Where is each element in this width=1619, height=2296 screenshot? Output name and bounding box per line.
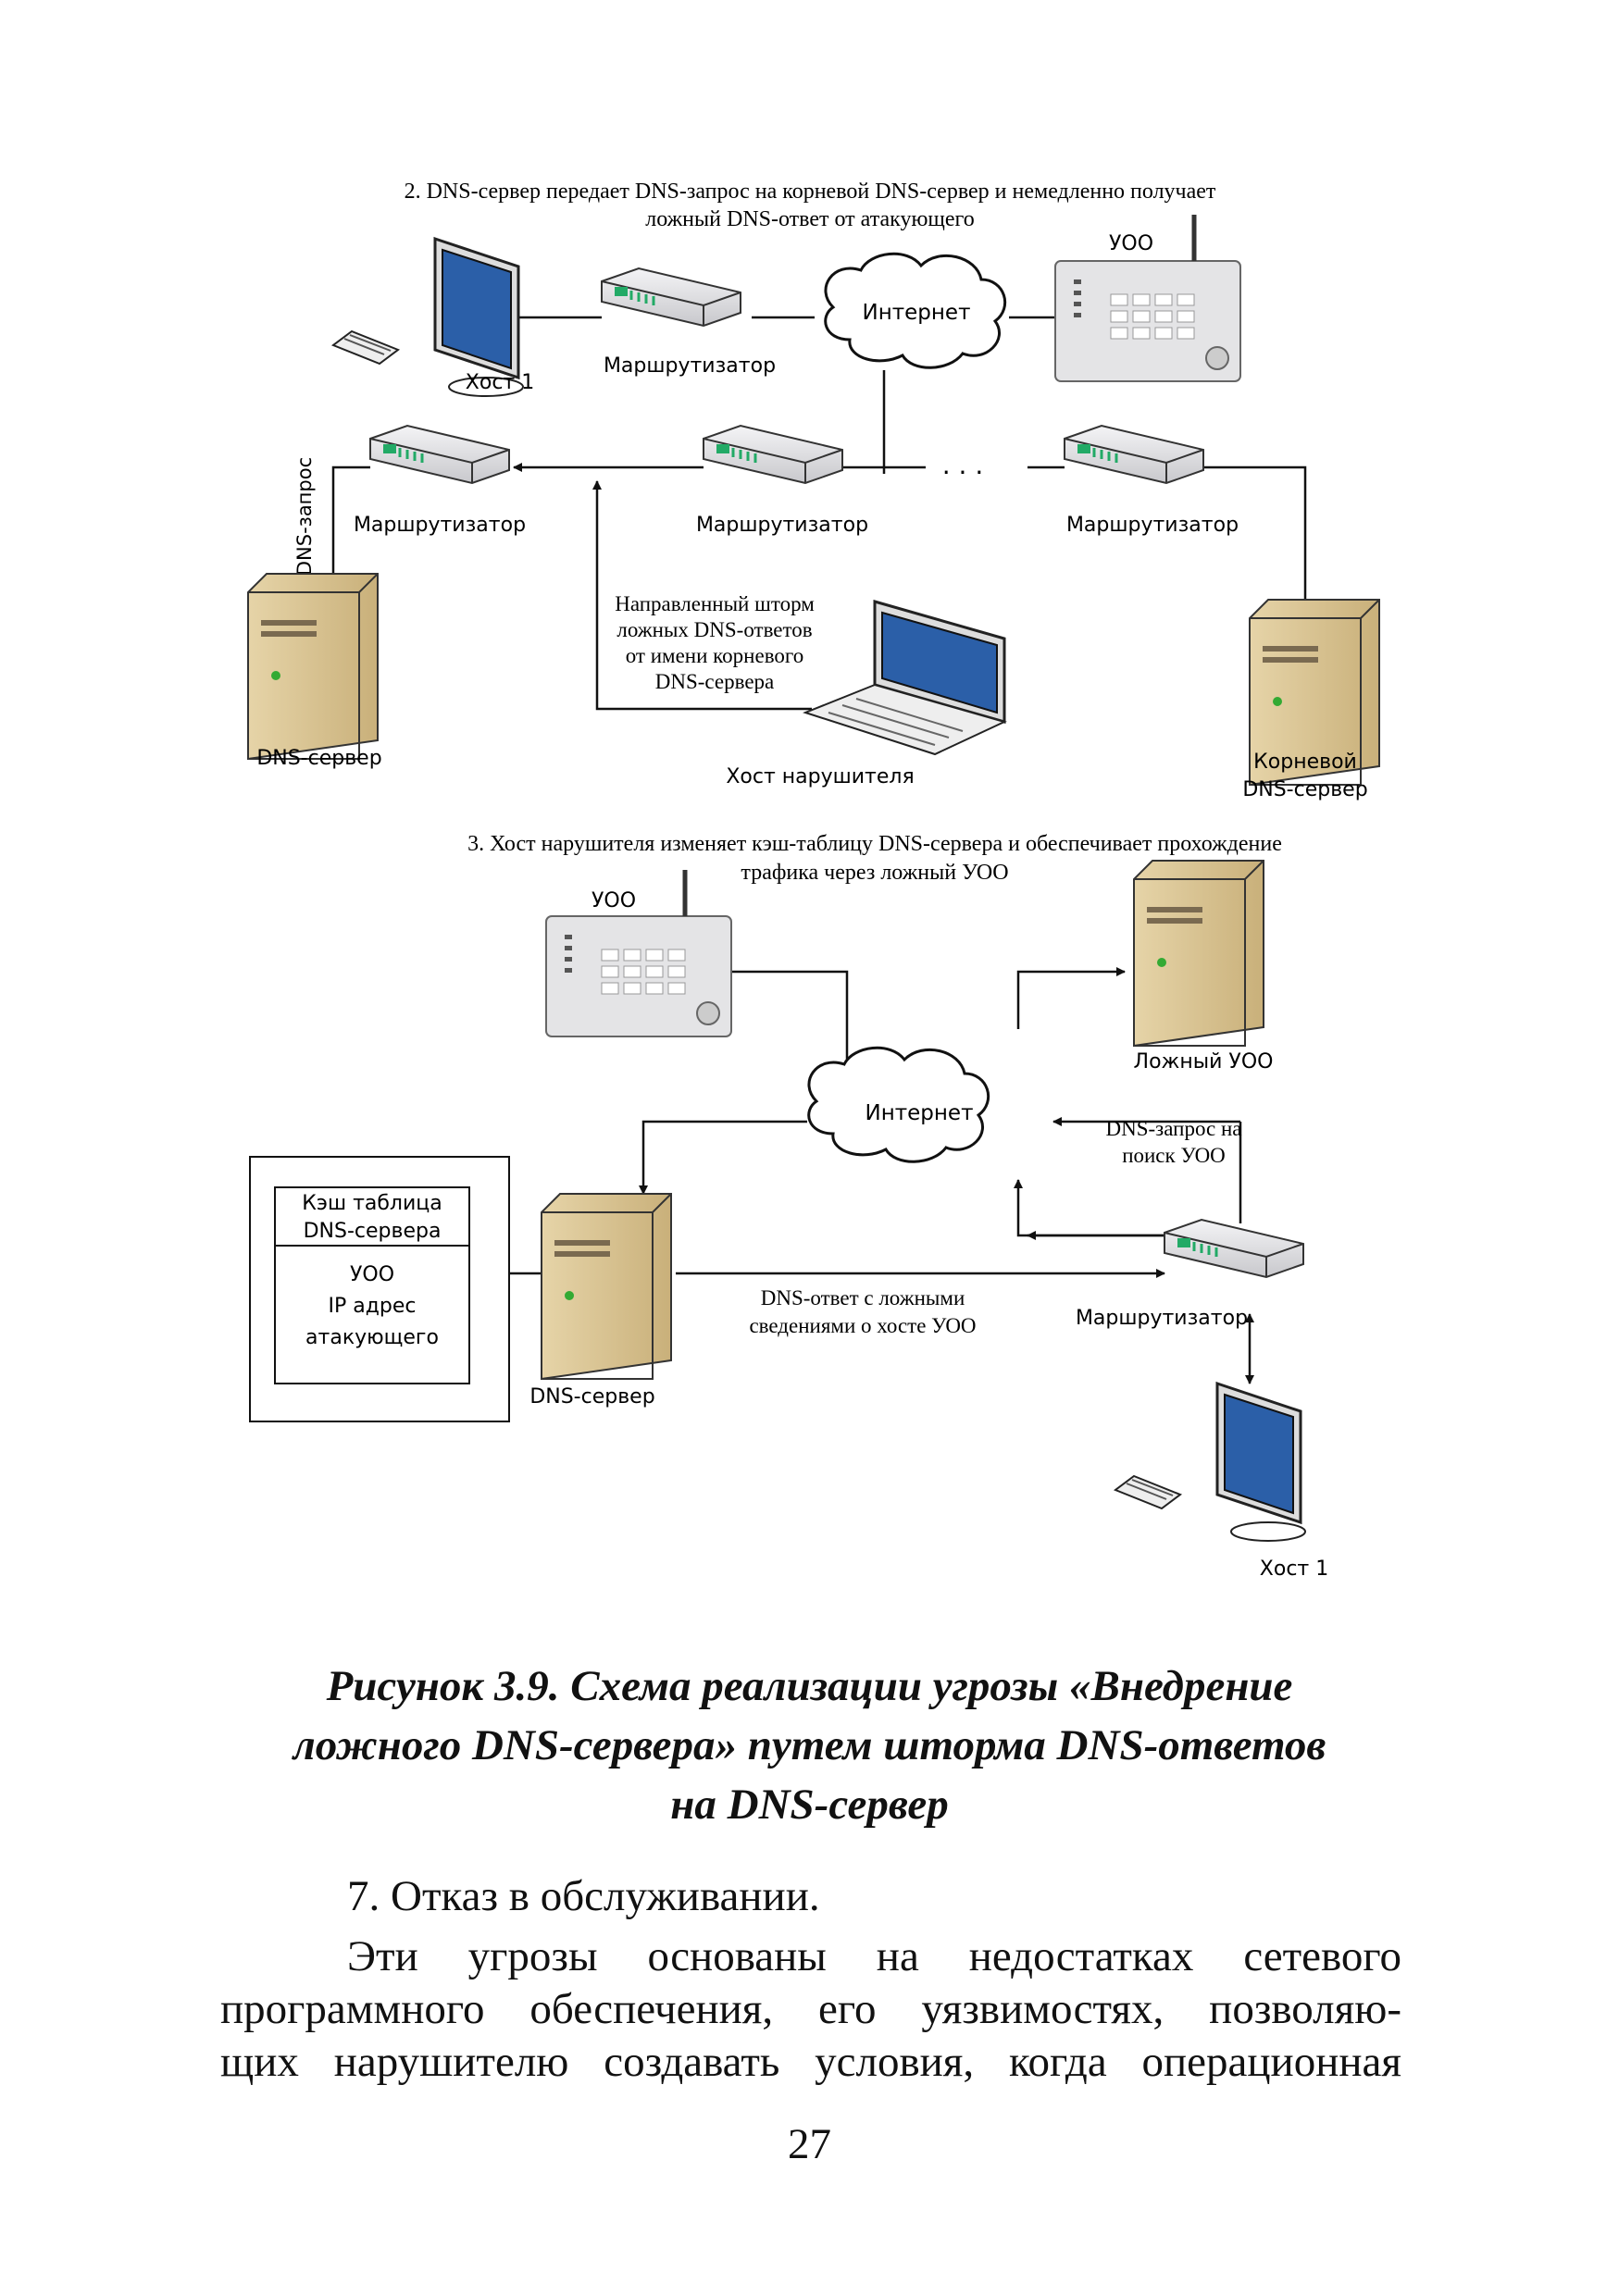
- dns-answer-line2: сведениями о хосте УОО: [749, 1314, 976, 1337]
- dns-answer-line1: DNS-ответ с ложными: [761, 1286, 965, 1309]
- dns-server-label: DNS-сервер: [256, 747, 381, 770]
- step2-connections: [331, 316, 1307, 711]
- router-left: [368, 424, 511, 485]
- dns-query-line1: DNS-запрос на: [1105, 1117, 1241, 1140]
- step2-heading-line1: 2. DNS-сервер передает DNS-запрос на кор…: [405, 180, 1216, 204]
- router-right-label: Маршрутизатор: [1066, 514, 1239, 537]
- host1-label-bottom: Хост 1: [1260, 1558, 1328, 1581]
- root-dns-label-line2: DNS-сервер: [1242, 778, 1367, 801]
- caption-line2: ложного DNS-сервера» путем шторма DNS-от…: [293, 1721, 1326, 1769]
- uoo-label-top: УОО: [1109, 232, 1153, 255]
- storm-line4: DNS-сервера: [655, 670, 775, 693]
- host1-label: Хост 1: [466, 371, 534, 394]
- internet-label-top: Интернет: [863, 301, 971, 325]
- dns-query-line2: поиск УОО: [1122, 1144, 1226, 1167]
- paragraph-line3: щих нарушителю создавать условия, когда …: [220, 2038, 1401, 2086]
- router-left-label: Маршрутизатор: [354, 514, 526, 537]
- step2-heading-line2: ложный DNS-ответ от атакующего: [645, 207, 975, 231]
- step3-heading-line1: 3. Хост нарушителя изменяет кэш-таблицу …: [467, 832, 1282, 856]
- step3-connections: [639, 967, 1254, 1384]
- router-middle-label: Маршрутизатор: [696, 514, 868, 537]
- host1-computer-bottom: [1114, 1382, 1307, 1543]
- cache-table: [249, 1156, 510, 1422]
- dns-query-vertical: DNS-запрос: [293, 457, 316, 576]
- caption-line3: на DNS-сервер: [670, 1781, 949, 1829]
- dns-server-left: [247, 573, 379, 760]
- fake-uoo-server: [1133, 860, 1264, 1047]
- cache-row3: атакующего: [305, 1326, 439, 1349]
- page-number: 27: [788, 2120, 831, 2168]
- router-top: [600, 267, 742, 328]
- cache-title-line2: DNS-сервера: [304, 1220, 442, 1243]
- list-item-7: 7. Отказ в обслуживании.: [347, 1872, 820, 1920]
- router-right: [1063, 424, 1205, 485]
- storm-line2: ложных DNS-ответов: [616, 618, 812, 641]
- step3-heading-line2: трафика через ложный УОО: [741, 861, 1008, 885]
- router-bottom-label: Маршрутизатор: [1076, 1307, 1248, 1330]
- uoo-device-bottom: [546, 870, 731, 1036]
- paragraph-line1: Эти угрозы основаны на недостатках сетев…: [347, 1932, 1401, 1980]
- internet-label-bottom: Интернет: [866, 1101, 974, 1125]
- paragraph-line2: программного обеспечения, его уязвимостя…: [220, 1985, 1401, 2033]
- dns-server-bottom: [541, 1193, 672, 1380]
- dots: . . .: [942, 450, 984, 480]
- attacker-laptop: [803, 600, 1007, 756]
- fake-uoo-label: Ложный УОО: [1134, 1050, 1274, 1074]
- root-dns-label-line1: Корневой: [1253, 751, 1357, 774]
- uoo-label-bottom: УОО: [592, 889, 636, 912]
- network-diagram: 2. DNS-сервер передает DNS-запрос на кор…: [247, 180, 1380, 1581]
- figure-caption: Рисунок 3.9. Схема реализации угрозы «Вн…: [185, 1657, 1434, 1834]
- storm-line3: от имени корневого: [626, 644, 804, 667]
- storm-line1: Направленный шторм: [615, 592, 815, 615]
- cache-title-line1: Кэш таблица: [302, 1192, 442, 1215]
- router-bottom: [1163, 1218, 1305, 1279]
- cache-row2: IP адрес: [328, 1295, 416, 1318]
- router-top-label: Маршрутизатор: [604, 354, 776, 378]
- caption-line1: Рисунок 3.9. Схема реализации угрозы «Вн…: [326, 1662, 1293, 1710]
- cache-row1: УОО: [350, 1263, 394, 1286]
- dns-server-bottom-label: DNS-сервер: [529, 1385, 654, 1409]
- attacker-host-label: Хост нарушителя: [726, 765, 914, 788]
- router-middle: [702, 424, 844, 485]
